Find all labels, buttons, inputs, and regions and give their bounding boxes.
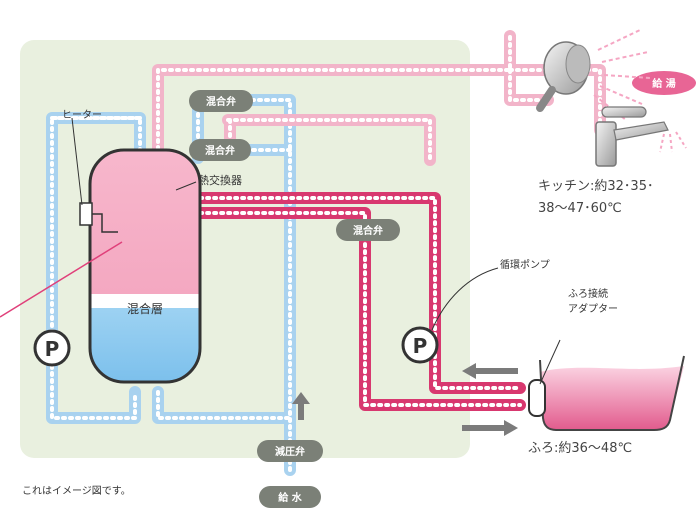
bath-temperature-label: ふろ:約36〜48℃ [528,441,632,456]
water-supply-badge: 給 水 [259,486,321,508]
svg-text:給 水: 給 水 [278,491,302,504]
svg-text:混合弁: 混合弁 [205,144,235,157]
warm-water-pipes [152,30,606,176]
valve-badge-mixing-1: 混合弁 [189,90,253,112]
valve-badge-mixing-2: 混合弁 [189,139,251,161]
shower-head-icon [536,29,651,121]
circulation-pump-label: 循環ポンプ [500,258,550,271]
heater-element [71,117,118,233]
left-pump: P [33,329,71,367]
valve-badge-mixing-3: 混合弁 [336,219,400,241]
svg-text:P: P [413,334,428,358]
kitchen-temperature-line2: 38〜47･60℃ [538,201,622,216]
heater-label: ヒーター [62,109,102,121]
hot-water-supply-badge: 給 湯 [632,71,696,95]
svg-text:給 湯: 給 湯 [652,77,675,90]
bath-adapter-label-line1: ふろ接続 [568,287,608,300]
bathtub-icon [528,355,685,431]
kitchen-faucet-icon [595,106,687,167]
valve-badge-pressure-reducing: 減圧弁 [257,440,323,462]
image-note: これはイメージ図です。 [22,485,131,497]
svg-text:P: P [45,337,60,361]
kitchen-temperature-line1: キッチン:約32･35･ [538,179,653,194]
storage-tank: 混合層 [88,148,202,384]
right-pump: P [401,326,439,364]
indicator-line [0,241,123,318]
svg-text:減圧弁: 減圧弁 [275,445,305,458]
svg-text:混合弁: 混合弁 [353,224,383,237]
bath-adapter-label-line2: アダプター [568,302,618,315]
svg-text:混合弁: 混合弁 [206,95,236,108]
flow-arrows [292,363,518,436]
mixed-layer-label: 混合層 [127,301,163,316]
heat-exchanger-label: 熱交換器 [198,173,242,187]
